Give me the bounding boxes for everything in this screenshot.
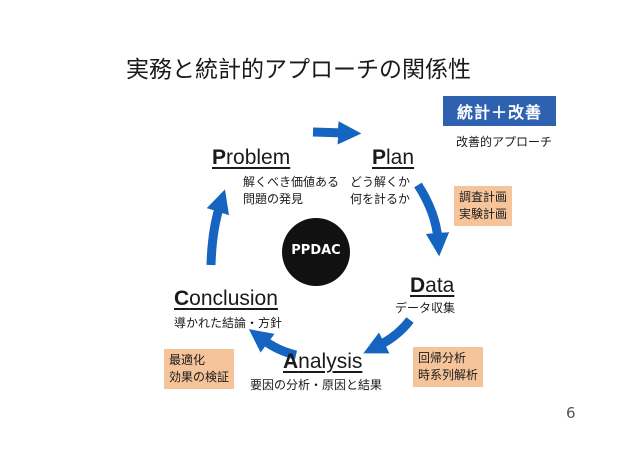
phase-plan-desc-line2: 何を計るか bbox=[350, 192, 411, 206]
plan-methods-line1: 調査計画 bbox=[459, 190, 508, 204]
analysis-methods-line2: 時系列解析 bbox=[418, 368, 479, 382]
phase-plan-desc: どう解くか 何を計るか bbox=[350, 174, 410, 208]
ppdac-center-label: PPDAC bbox=[291, 243, 341, 258]
phase-data-desc: データ収集 bbox=[395, 301, 456, 315]
conclusion-methods-line2: 効果の検証 bbox=[169, 370, 230, 384]
cycle-arrow-data-to-analysis bbox=[363, 317, 414, 354]
phase-problem-label: Problem bbox=[212, 146, 290, 170]
phase-data-label: Data bbox=[410, 274, 454, 298]
phase-problem-desc-line1: 解くべき価値ある bbox=[243, 175, 340, 189]
badge-caption: 改善的アプローチ bbox=[456, 135, 553, 149]
phase-problem-desc-line2: 問題の発見 bbox=[243, 192, 304, 206]
cycle-arrow-conclusion-to-problem bbox=[206, 189, 230, 266]
phase-data-initial: D bbox=[410, 274, 426, 297]
stats-improvement-badge: 統計＋改善 bbox=[443, 96, 556, 126]
plan-methods-line2: 実験計画 bbox=[459, 207, 508, 221]
phase-analysis-desc: 要因の分析・原因と結果 bbox=[250, 378, 383, 392]
phase-analysis-initial: A bbox=[283, 350, 299, 373]
phase-problem-initial: P bbox=[212, 146, 227, 169]
phase-conclusion-rest: onclusion bbox=[189, 287, 278, 310]
plan-methods-box: 調査計画 実験計画 bbox=[454, 186, 513, 226]
phase-analysis-label: Analysis bbox=[283, 350, 362, 374]
cycle-arrow-problem-to-plan bbox=[312, 121, 362, 145]
phase-conclusion-desc: 導かれた結論・方針 bbox=[174, 316, 283, 330]
ppdac-center-circle bbox=[282, 218, 350, 286]
cycle-arrow-plan-to-data bbox=[414, 182, 450, 257]
phase-plan-label: Plan bbox=[372, 146, 414, 170]
conclusion-methods-box: 最適化 効果の検証 bbox=[164, 349, 235, 389]
page-number: 6 bbox=[566, 404, 576, 422]
phase-problem-rest: roblem bbox=[226, 146, 291, 169]
cycle-arrow-analysis-to-conclusion bbox=[248, 329, 298, 360]
phase-data-rest: ata bbox=[425, 274, 455, 297]
analysis-methods-line1: 回帰分析 bbox=[418, 351, 467, 365]
phase-conclusion-initial: C bbox=[174, 287, 190, 310]
slide-title: 実務と統計的アプローチの関係性 bbox=[126, 57, 471, 83]
analysis-methods-box: 回帰分析 時系列解析 bbox=[413, 347, 484, 387]
phase-plan-desc-line1: どう解くか bbox=[350, 175, 411, 189]
phase-plan-initial: P bbox=[372, 146, 387, 169]
phase-analysis-rest: nalysis bbox=[298, 350, 363, 373]
phase-plan-rest: lan bbox=[386, 146, 415, 169]
phase-problem-desc: 解くべき価値ある 問題の発見 bbox=[243, 174, 339, 208]
phase-conclusion-label: Conclusion bbox=[174, 287, 278, 311]
conclusion-methods-line1: 最適化 bbox=[169, 353, 206, 367]
